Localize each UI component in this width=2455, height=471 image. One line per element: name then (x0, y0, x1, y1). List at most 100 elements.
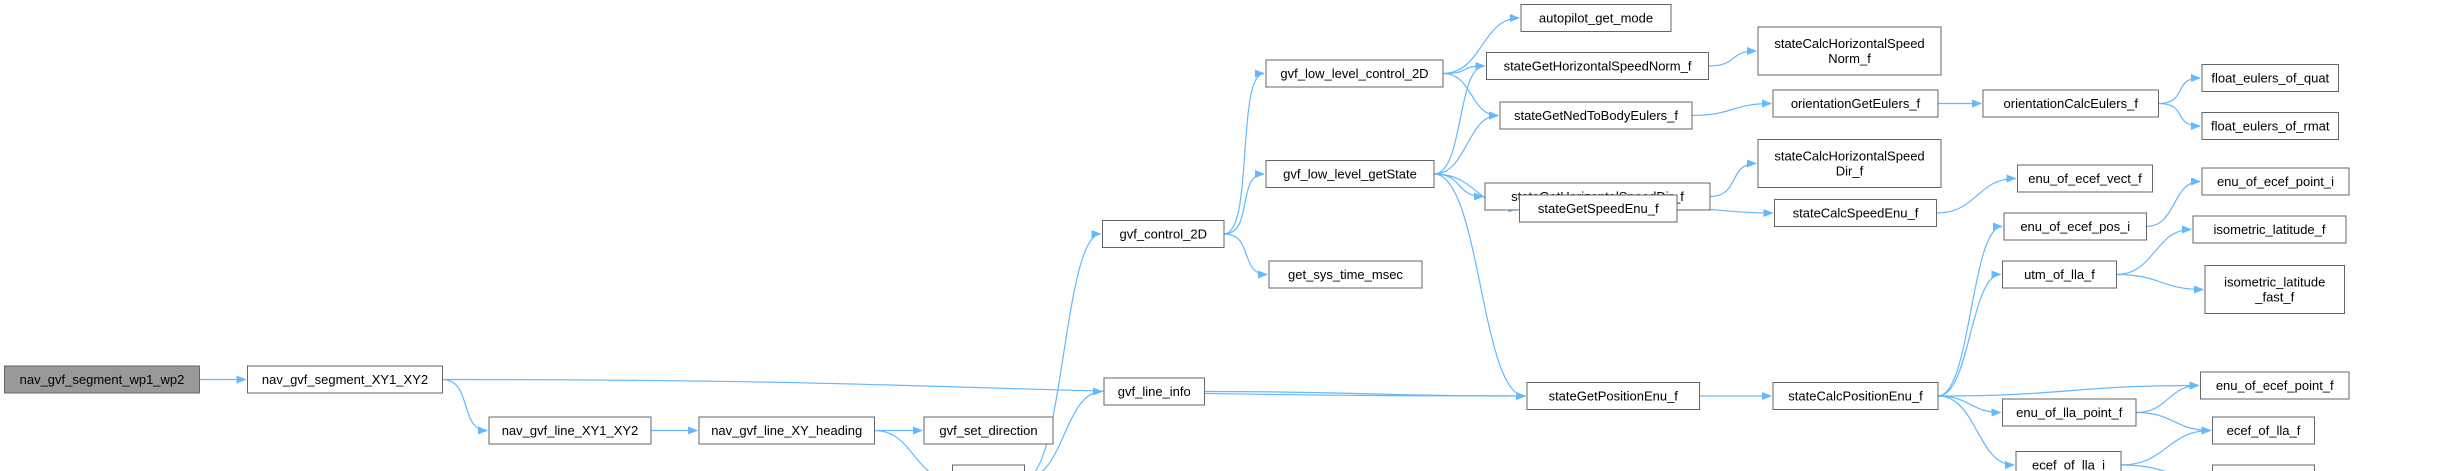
edge-oricalc-to-quat (2158, 74, 2201, 105)
node-calcpos[interactable]: stateCalcPositionEnu_f (1772, 382, 1939, 410)
node-getstate[interactable]: gvf_low_level_getState (1265, 160, 1435, 188)
node-pti[interactable]: enu_of_ecef_point_i (2201, 167, 2350, 196)
node-origet[interactable]: orientationGetEulers_f (1772, 89, 1939, 118)
node-box[interactable] (2201, 64, 2339, 92)
node-isolat[interactable]: isometric_latitude_f (2192, 215, 2347, 244)
node-box[interactable] (2212, 464, 2315, 471)
node-seg[interactable]: nav_gvf_segment_XY1_XY2 (247, 365, 443, 394)
node-box[interactable] (2192, 215, 2347, 244)
node-llapt[interactable]: enu_of_lla_point_f (2002, 398, 2137, 427)
node-box[interactable] (1486, 52, 1709, 80)
node-root[interactable]: nav_gvf_segment_wp1_wp2 (4, 365, 200, 394)
node-box[interactable] (2212, 416, 2315, 445)
node-apmode[interactable]: autopilot_get_mode (1520, 4, 1672, 32)
edge-calcpos-to-ecefllai (1937, 395, 2015, 469)
node-box[interactable] (1520, 4, 1672, 32)
node-label: nav_gvf_segment_wp1_wp2 (20, 372, 185, 387)
node-label: stateGetSpeedEnu_f (1538, 201, 1659, 216)
node-box[interactable] (2204, 265, 2345, 314)
node-ecefllaf[interactable]: ecef_of_lla_f (2212, 416, 2315, 445)
node-box[interactable] (1757, 26, 1942, 76)
node-box[interactable] (2015, 451, 2122, 471)
node-label: ecef_of_lla_f (2227, 423, 2301, 438)
edge-ecefllai-to-ecefllad (2120, 464, 2167, 471)
node-box[interactable] (1982, 89, 2159, 118)
node-label: stateCalcHorizontalSpeed (1774, 36, 1924, 51)
node-rmat[interactable]: float_eulers_of_rmat (2201, 112, 2339, 140)
node-spdenu[interactable]: stateGetSpeedEnu_f (1519, 194, 1678, 223)
edge-hsn-to-calchsn (1708, 47, 1757, 67)
node-box[interactable] (1772, 89, 1939, 118)
edge-gvfline-to-control (1034, 230, 1102, 471)
node-posenu[interactable]: stateGetPositionEnu_f (1526, 382, 1700, 410)
node-quat[interactable]: float_eulers_of_quat (2201, 64, 2339, 92)
edge-control-to-getstate (1223, 170, 1265, 235)
node-label: utm_of_lla_f (2024, 267, 2095, 282)
edge-control-to-systime (1223, 233, 1268, 279)
node-label: nav_gvf_segment_XY1_XY2 (262, 372, 428, 387)
node-box[interactable] (1774, 199, 1937, 227)
node-label: isometric_latitude (2224, 275, 2325, 290)
node-posi[interactable]: enu_of_ecef_pos_i (2003, 212, 2147, 241)
node-box[interactable] (952, 464, 1025, 471)
node-gvfline[interactable]: gvf_line (952, 464, 1025, 471)
node-lowctrl[interactable]: gvf_low_level_control_2D (1265, 59, 1444, 88)
edge-getstate-to-posenu (1433, 173, 1526, 400)
node-box[interactable] (2017, 164, 2153, 193)
node-box[interactable] (2003, 212, 2147, 241)
node-label: stateGetHorizontalSpeedNorm_f (1504, 59, 1692, 74)
node-box[interactable] (488, 416, 652, 445)
node-label: isometric_latitude_f (2214, 222, 2326, 237)
node-control[interactable]: gvf_control_2D (1102, 220, 1225, 248)
node-setdir[interactable]: gvf_set_direction (923, 416, 1054, 445)
nodes-layer: nav_gvf_segment_wp1_wp2 nav_gvf_segment_X… (4, 4, 2350, 471)
node-box[interactable] (2200, 371, 2350, 400)
node-label: enu_of_lla_point_f (2016, 405, 2123, 420)
edge-control-to-lowctrl (1223, 69, 1265, 235)
node-box[interactable] (1268, 260, 1423, 289)
node-box[interactable] (1103, 377, 1205, 406)
node-label: stateGetPositionEnu_f (1549, 389, 1679, 404)
node-box[interactable] (1499, 101, 1693, 130)
node-ecefllai[interactable]: ecef_of_lla_i (2015, 451, 2122, 471)
node-utm[interactable]: utm_of_lla_f (2002, 260, 2117, 289)
node-isolatfast[interactable]: isometric_latitude_fast_f (2204, 265, 2345, 314)
node-lineinfo[interactable]: gvf_line_info (1103, 377, 1205, 406)
node-ned[interactable]: stateGetNedToBodyEulers_f (1499, 101, 1693, 130)
node-line[interactable]: nav_gvf_line_XY1_XY2 (488, 416, 652, 445)
node-hsn[interactable]: stateGetHorizontalSpeedNorm_f (1486, 52, 1709, 80)
node-box[interactable] (2002, 398, 2137, 427)
node-box[interactable] (923, 416, 1054, 445)
node-calcspd[interactable]: stateCalcSpeedEnu_f (1774, 199, 1937, 227)
node-label: stateCalcSpeedEnu_f (1793, 206, 1919, 221)
node-label: gvf_low_level_getState (1283, 167, 1417, 182)
node-systime[interactable]: get_sys_time_msec (1268, 260, 1423, 289)
node-box[interactable] (1772, 382, 1939, 410)
node-heading[interactable]: nav_gvf_line_XY_heading (698, 416, 875, 445)
node-box[interactable] (1526, 382, 1700, 410)
node-oricalc[interactable]: orientationCalcEulers_f (1982, 89, 2159, 118)
node-box[interactable] (1519, 194, 1678, 223)
node-box[interactable] (2201, 167, 2350, 196)
node-box[interactable] (247, 365, 443, 394)
edge-calcpos-to-llapt (1937, 395, 2002, 417)
node-box[interactable] (1102, 220, 1225, 248)
node-box[interactable] (1757, 139, 1942, 188)
node-label: float_eulers_of_quat (2211, 71, 2329, 86)
node-vect[interactable]: enu_of_ecef_vect_f (2017, 164, 2153, 193)
edge-ecefllai-to-ecefllaf (2120, 426, 2212, 466)
edge-utm-to-isolat (2116, 225, 2192, 276)
node-box[interactable] (4, 365, 200, 394)
node-ecefllad[interactable]: ecef_of_lla_d (2212, 464, 2315, 471)
node-ptf[interactable]: enu_of_ecef_point_f (2200, 371, 2350, 400)
node-box[interactable] (698, 416, 875, 445)
node-label: autopilot_get_mode (1539, 11, 1653, 26)
node-label: Norm_f (1828, 51, 1871, 66)
node-box[interactable] (1265, 160, 1435, 188)
node-box[interactable] (2201, 112, 2339, 140)
node-box[interactable] (1265, 59, 1444, 88)
node-box[interactable] (2002, 260, 2117, 289)
